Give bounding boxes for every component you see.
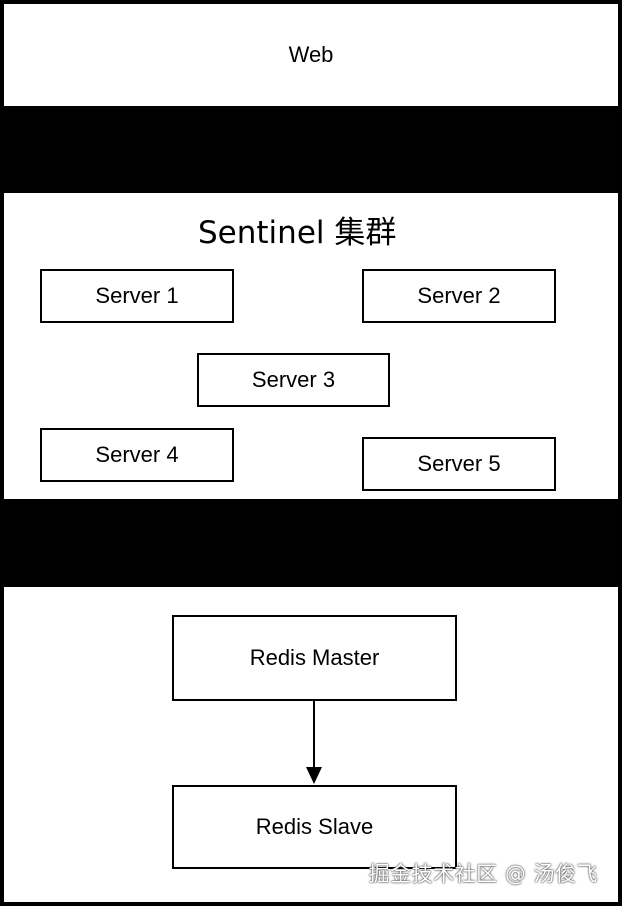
server-4-node: Server 4 (40, 428, 234, 482)
watermark-text: 掘金技术社区 @ 汤俊飞 (368, 862, 598, 886)
redis-master-node: Redis Master (172, 615, 457, 701)
web-label: Web (288, 42, 334, 67)
server-3-node: Server 3 (197, 353, 390, 407)
replication-arrow-head (306, 767, 322, 784)
sentinel-cluster-layer: Sentinel 集群 Server 1 Server 2 Server 3 S… (4, 193, 618, 499)
server-5-node: Server 5 (362, 437, 556, 491)
redis-layer: Redis Master Redis Slave (4, 587, 618, 902)
redis-slave-node: Redis Slave (172, 785, 457, 869)
server-2-node: Server 2 (362, 269, 556, 323)
web-layer: Web (4, 4, 618, 106)
server-1-node: Server 1 (40, 269, 234, 323)
replication-arrow (306, 701, 322, 784)
sentinel-cluster-title: Sentinel 集群 (198, 215, 397, 251)
